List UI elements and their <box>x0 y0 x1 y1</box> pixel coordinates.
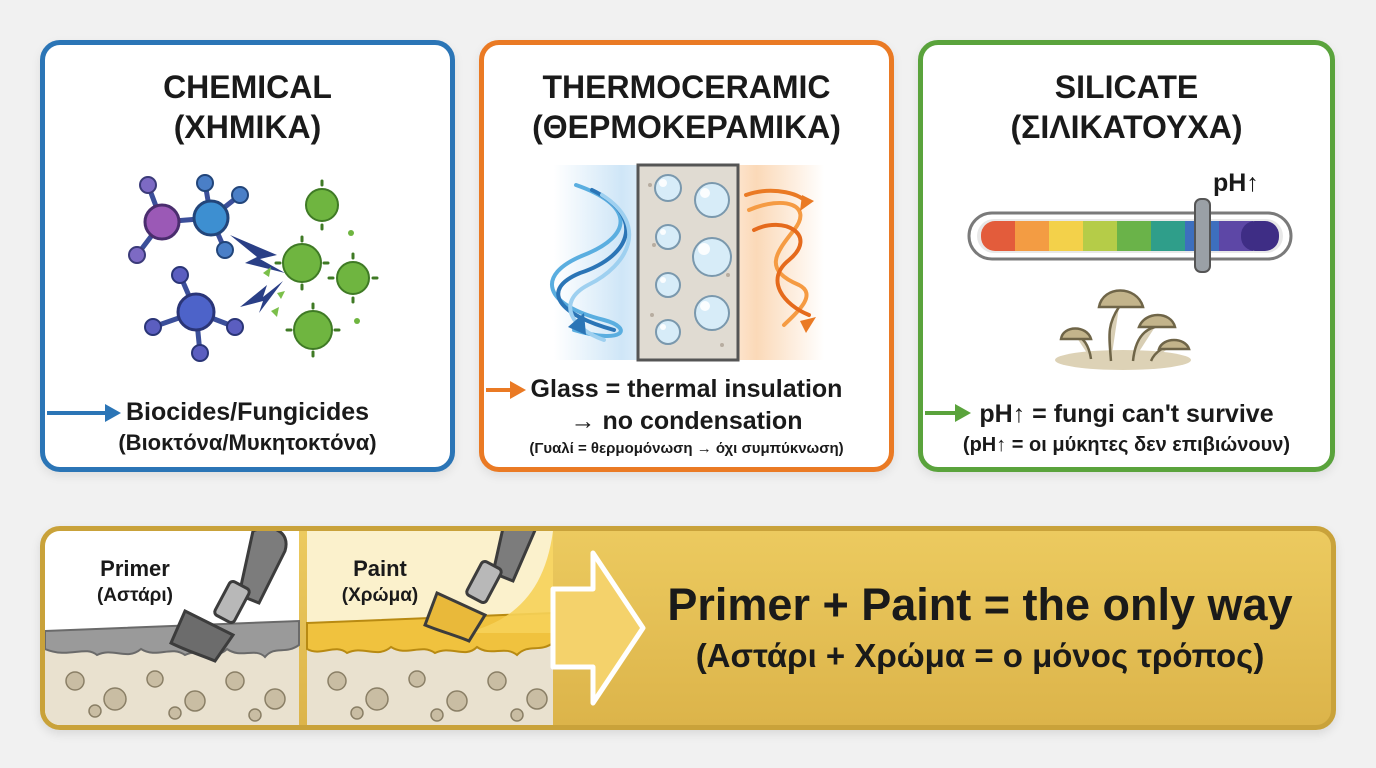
chemical-title: CHEMICAL (ΧΗΜΙΚΑ) <box>163 69 332 145</box>
arrow-right-icon <box>800 317 816 333</box>
fungal-spores <box>282 188 370 350</box>
silicate-card: SILICATE (ΣΙΛΙΚΑΤΟΥΧΑ) pH↑ pH↑ = fungi c… <box>918 40 1335 472</box>
chemical-card: CHEMICAL (ΧΗΜΙΚΑ) Biocides/Fungicides (Β… <box>40 40 455 472</box>
primer-label: Primer (Αστάρι) <box>96 556 174 606</box>
thermal-insulation-illustration <box>486 163 824 399</box>
ph-slider-marker <box>1194 198 1211 273</box>
silicate-title: SILICATE (ΣΙΛΙΚΑΤΟΥΧΑ) <box>1010 69 1243 145</box>
main-message: Primer + Paint = the only way (Αστάρι + … <box>667 579 1293 674</box>
purple-molecule <box>128 176 181 264</box>
arrow-right-icon <box>800 195 814 211</box>
ph-scale <box>967 198 1293 273</box>
silicate-caption: pH↑ = fungi can't survive (pH↑ = οι μύκη… <box>962 400 1291 456</box>
thermoceramic-card: THERMOCERAMIC (ΘΕΡΜΟΚΕΡΑΜΙΚΑ) Glass = th… <box>479 40 894 472</box>
arrow-right-icon <box>955 404 971 422</box>
arrow-left-icon <box>568 313 586 335</box>
ph-label: pH↑ <box>1213 169 1259 197</box>
fungi-cluster <box>1055 289 1191 370</box>
chemical-caption: Biocides/Fungicides (Βιοκτόνα/Μυκητοκτόν… <box>118 398 377 455</box>
zap-icon <box>240 281 283 313</box>
paint-brush <box>423 531 537 643</box>
indigo-molecule <box>144 266 244 362</box>
ph-scale-and-fungi-illustration <box>925 198 1293 422</box>
primer-paint-banner: Primer (Αστάρι) Paint (Χρώμα) Primer + P… <box>40 526 1336 730</box>
arrow-right-icon <box>105 404 121 422</box>
primer-brush <box>169 531 288 663</box>
blue-molecule <box>192 174 249 259</box>
big-arrow-right-icon <box>550 550 646 706</box>
primer-paint-illustration <box>45 531 646 725</box>
paint-layer <box>306 611 554 657</box>
arrow-right-icon <box>510 381 526 399</box>
thermoceramic-caption: Glass = thermal insulation → no condensa… <box>529 375 844 457</box>
molecules-and-spores-illustration <box>47 174 379 422</box>
paint-label: Paint (Χρώμα) <box>341 556 419 606</box>
zap-icon <box>230 235 285 273</box>
thermoceramic-title: THERMOCERAMIC (ΘΕΡΜΟΚΕΡΑΜΙΚΑ) <box>532 69 841 145</box>
